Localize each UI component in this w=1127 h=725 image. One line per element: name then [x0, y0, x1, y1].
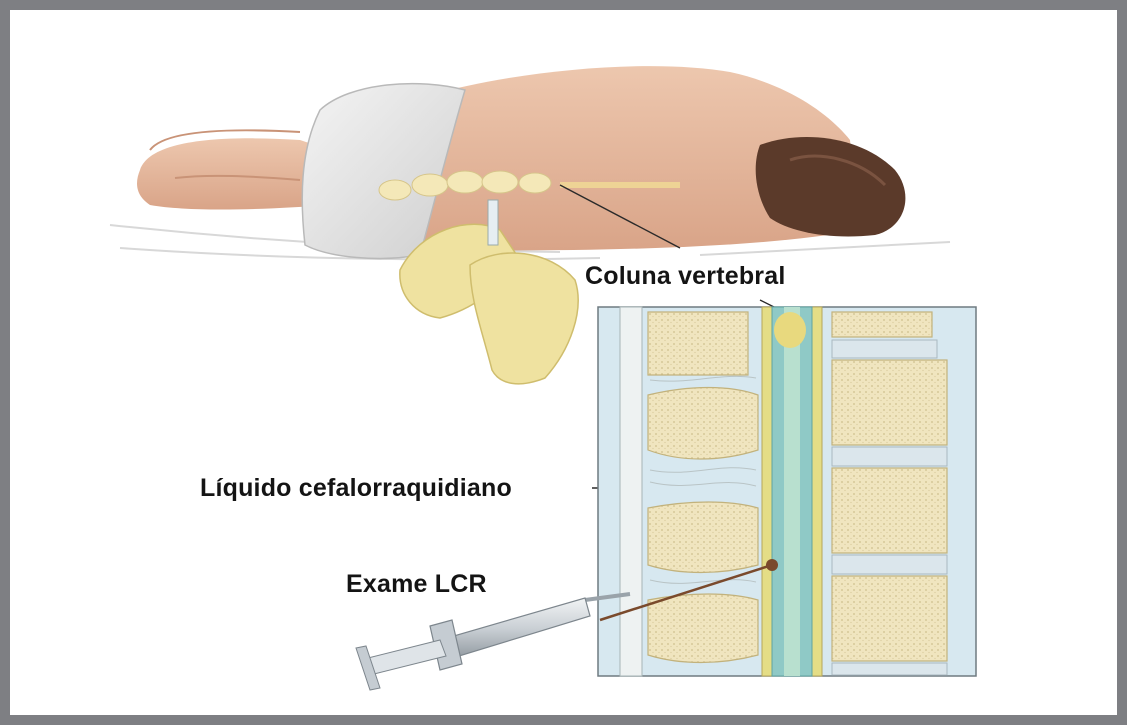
spine-label: Coluna vertebral — [585, 262, 785, 291]
patient-legs — [137, 130, 330, 209]
spine-crosssection-panel — [598, 307, 976, 676]
patient-hair — [756, 137, 906, 236]
syringe — [356, 594, 630, 690]
csf-label: Líquido cefalorraquidiano — [200, 474, 512, 503]
csf-exam-label: Exame LCR — [346, 570, 487, 599]
